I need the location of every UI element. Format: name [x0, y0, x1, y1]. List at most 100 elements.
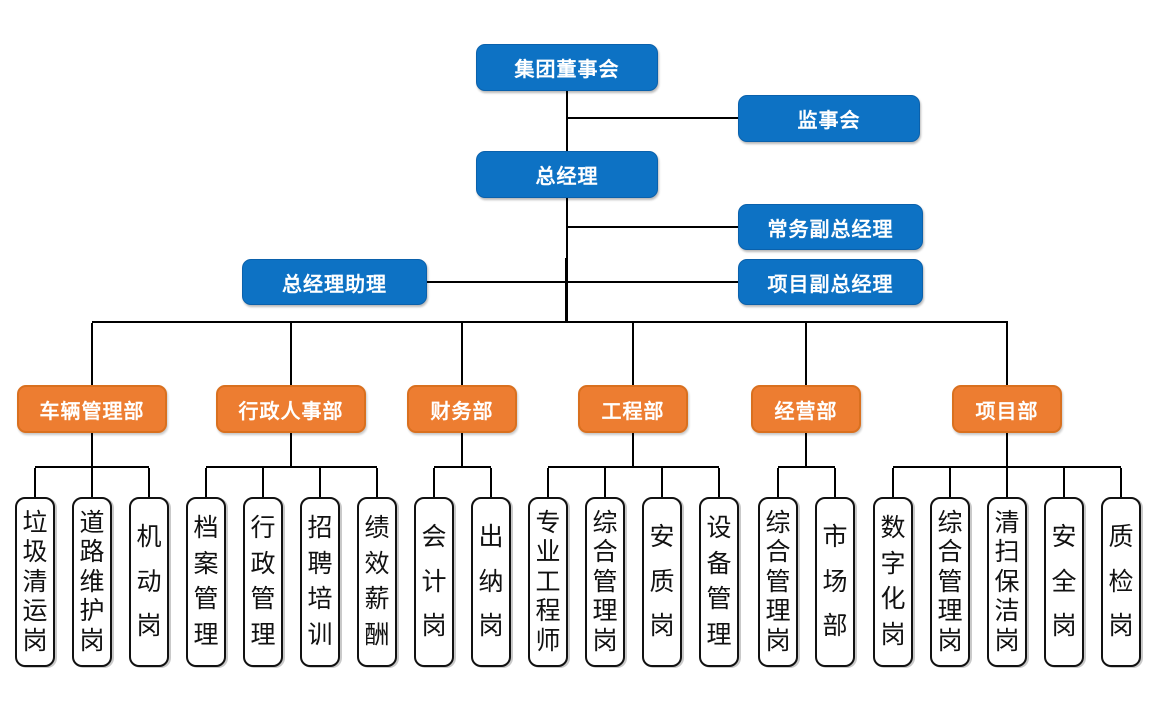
connector-child-drop — [777, 468, 779, 497]
position-box-marketing: 市场部 — [815, 497, 855, 667]
connector-gm-trunk-upper — [566, 198, 568, 260]
position-label: 出纳岗 — [478, 523, 504, 640]
node-supervisory: 监事会 — [738, 95, 920, 142]
connector-child-stem — [461, 433, 463, 466]
node-gm-assistant: 总经理助理 — [242, 259, 427, 305]
node-board: 集团董事会 — [476, 44, 658, 91]
connector-child-drop — [205, 468, 207, 497]
node-dept-operations: 经营部 — [751, 385, 861, 433]
position-label: 市场部 — [822, 523, 848, 640]
connector-child-drop — [34, 468, 36, 497]
position-box-ops-general-management: 综合管理岗 — [758, 497, 798, 667]
connector-child-drop — [1063, 468, 1065, 497]
position-label: 行政管理 — [250, 514, 276, 649]
position-box-mobile: 机动岗 — [129, 497, 169, 667]
position-label: 绩效薪酬 — [364, 514, 390, 649]
node-dept-project: 项目部 — [952, 385, 1062, 433]
position-box-cashier: 出纳岗 — [471, 497, 511, 667]
position-label: 会计岗 — [421, 523, 447, 640]
connector-child-bus — [434, 466, 491, 468]
position-label: 道路维护岗 — [79, 508, 105, 655]
connector-department-bus — [92, 321, 1008, 323]
position-box-accounting: 会计岗 — [414, 497, 454, 667]
position-label: 数字化岗 — [880, 514, 906, 649]
connector-gm-trunk-lower — [565, 258, 568, 323]
node-dept-engineering: 工程部 — [578, 385, 688, 433]
node-supervisory-label: 监事会 — [797, 110, 861, 132]
position-box-equipment-management: 设备管理 — [699, 497, 739, 667]
position-label: 垃圾清运岗 — [22, 508, 48, 655]
position-label: 专业工程师 — [535, 508, 561, 655]
node-dept-finance: 财务部 — [407, 385, 517, 433]
connector-child-drop — [892, 468, 894, 497]
connector-child-stem — [1006, 433, 1008, 466]
position-label: 安质岗 — [649, 523, 675, 640]
position-label: 质检岗 — [1108, 523, 1134, 640]
position-box-garbage-collection: 垃圾清运岗 — [15, 497, 55, 667]
connector-child-drop — [490, 468, 492, 497]
node-dept-vehicle-management: 车辆管理部 — [17, 385, 167, 433]
connector-child-drop — [1006, 468, 1008, 497]
connector-dept-drop — [632, 323, 634, 385]
connector-child-drop — [547, 468, 549, 497]
connector-dept-drop — [290, 323, 292, 385]
connector-child-drop — [718, 468, 720, 497]
node-gm-assistant-label: 总经理助理 — [282, 273, 387, 296]
position-box-eng-general-management: 综合管理岗 — [585, 497, 625, 667]
dept-label: 车辆管理部 — [39, 400, 145, 423]
connector-child-drop — [433, 468, 435, 497]
position-box-digitalization: 数字化岗 — [873, 497, 913, 667]
connector-child-drop — [91, 468, 93, 497]
connector-child-bus — [35, 466, 149, 468]
position-box-cleaning: 清扫保洁岗 — [987, 497, 1027, 667]
node-general-manager: 总经理 — [476, 151, 658, 198]
connector-child-drop — [661, 468, 663, 497]
position-box-road-maintenance: 道路维护岗 — [72, 497, 112, 667]
connector-child-drop — [148, 468, 150, 497]
connector-child-drop — [1120, 468, 1122, 497]
connector-deputy-executive-branch — [567, 226, 738, 228]
position-box-archives: 档案管理 — [186, 497, 226, 667]
connector-child-stem — [91, 433, 93, 466]
dept-label: 工程部 — [601, 400, 665, 423]
connector-child-bus — [548, 466, 719, 468]
position-label: 综合管理岗 — [937, 508, 963, 655]
position-label: 机动岗 — [136, 523, 162, 640]
position-box-quality-inspection: 质检岗 — [1101, 497, 1141, 667]
connector-child-bus — [206, 466, 377, 468]
position-box-safety-quality: 安质岗 — [642, 497, 682, 667]
connector-dept-drop — [461, 323, 463, 385]
position-box-performance-payroll: 绩效薪酬 — [357, 497, 397, 667]
position-box-proj-general-management: 综合管理岗 — [930, 497, 970, 667]
connector-child-drop — [604, 468, 606, 497]
node-deputy-gm-project: 项目副总经理 — [738, 259, 923, 305]
node-general-manager-label: 总经理 — [535, 166, 599, 188]
connector-supervisory-branch — [567, 117, 738, 119]
connector-child-drop — [319, 468, 321, 497]
connector-board-to-gm — [566, 91, 568, 151]
connector-child-stem — [632, 433, 634, 466]
position-label: 综合管理岗 — [592, 508, 618, 655]
node-deputy-gm-executive-label: 常务副总经理 — [767, 218, 894, 241]
node-deputy-gm-project-label: 项目副总经理 — [767, 273, 894, 296]
node-board-label: 集团董事会 — [514, 59, 620, 81]
dept-label: 行政人事部 — [238, 400, 344, 423]
connector-dept-drop — [1006, 323, 1008, 385]
position-box-safety: 安全岗 — [1044, 497, 1084, 667]
position-label: 设备管理 — [706, 514, 732, 649]
position-box-recruit-training: 招聘培训 — [300, 497, 340, 667]
dept-label: 财务部 — [430, 400, 494, 423]
position-label: 清扫保洁岗 — [994, 508, 1020, 655]
connector-child-stem — [805, 433, 807, 466]
connector-dept-drop — [805, 323, 807, 385]
node-deputy-gm-executive: 常务副总经理 — [738, 204, 923, 250]
position-label: 安全岗 — [1051, 523, 1077, 640]
position-label: 综合管理岗 — [765, 508, 791, 655]
connector-dept-drop — [91, 323, 93, 385]
connector-child-drop — [376, 468, 378, 497]
position-box-administration: 行政管理 — [243, 497, 283, 667]
position-box-professional-engineer: 专业工程师 — [528, 497, 568, 667]
dept-label: 项目部 — [975, 400, 1039, 423]
connector-child-drop — [949, 468, 951, 497]
